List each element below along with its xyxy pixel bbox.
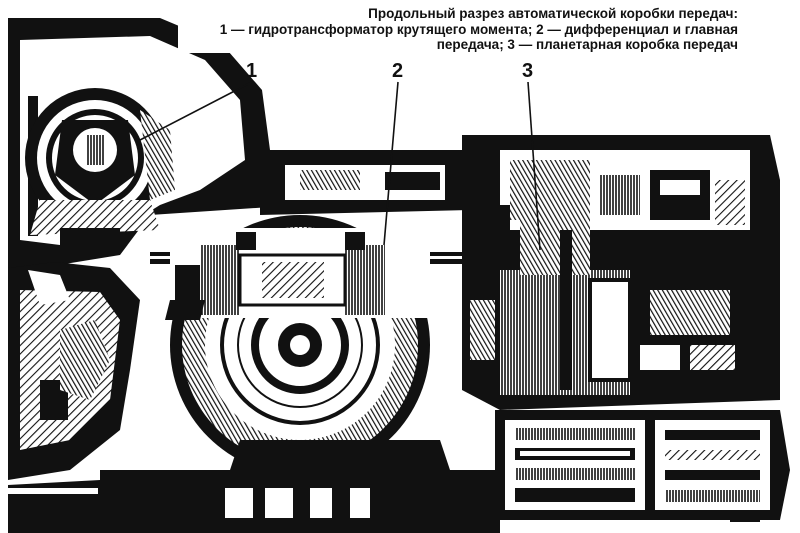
figure-caption: Продольный разрез автоматической коробки… <box>178 6 738 53</box>
oil-pan <box>8 440 500 533</box>
valve-body <box>495 410 790 522</box>
caption-line-3: передача; 3 — планетарная коробка переда… <box>436 37 738 52</box>
caption-line-1: Продольный разрез автоматической коробки… <box>368 6 738 21</box>
torque-converter <box>25 88 175 248</box>
callout-1-label: 1 <box>246 60 258 82</box>
differential-and-final-drive <box>165 215 430 475</box>
callout-3-label: 3 <box>522 60 534 82</box>
caption-line-2: 1 — гидротрансформатор крутящего момента… <box>219 21 738 37</box>
planetary-gearbox <box>462 135 780 410</box>
callout-2-label: 2 <box>392 60 404 82</box>
callout-leaders <box>139 81 541 251</box>
